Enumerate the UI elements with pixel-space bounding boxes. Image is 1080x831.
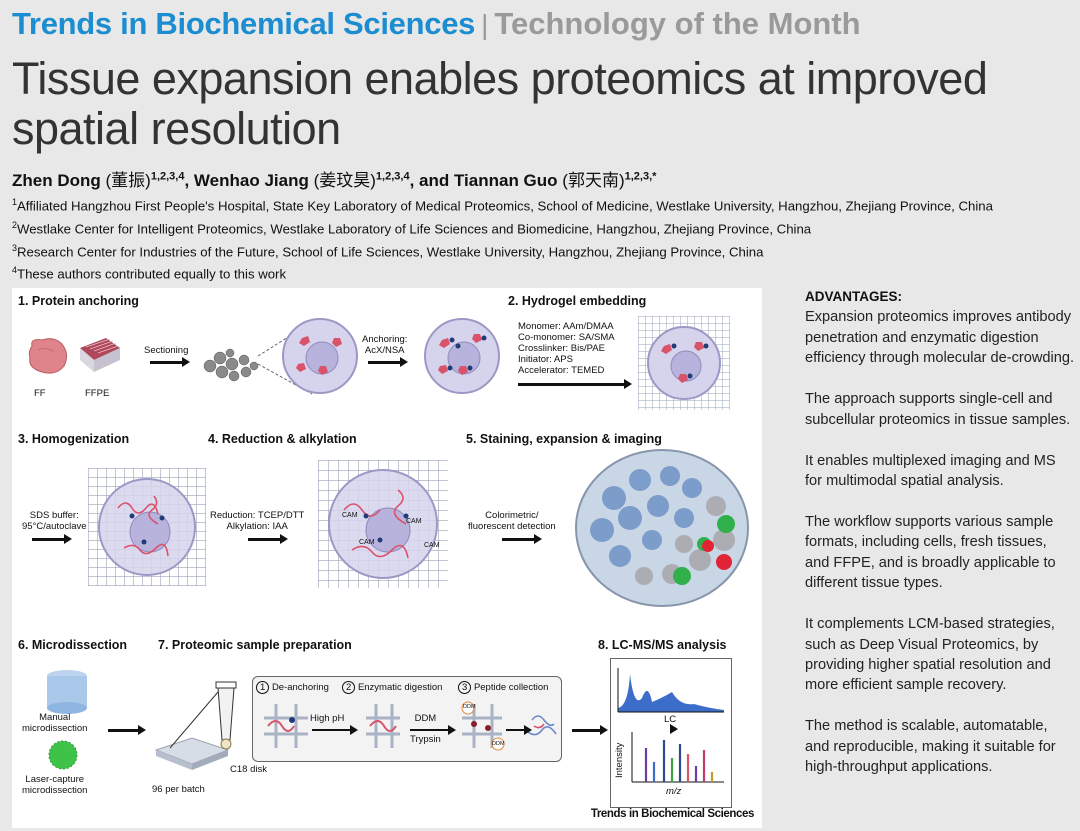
article-title: Tissue expansion enables proteomics at i…: [12, 53, 988, 154]
author-1[interactable]: Zhen Dong (董振)1,2,3,4: [12, 170, 185, 190]
prep-step-collection: 3 Peptide collection: [458, 681, 548, 694]
step-reduction-alkylation: 4. Reduction & alkylation: [208, 432, 357, 446]
cell-diagram-1: [282, 318, 358, 394]
cam-tag-1: CAM: [342, 512, 358, 519]
label-detection: Colorimetric/fluorescent detection: [468, 510, 556, 532]
arrow-homogenization: [32, 534, 72, 544]
label-sectioning: Sectioning: [144, 345, 189, 356]
arrow-anchoring: [368, 357, 408, 367]
hydrogel-recipe: Monomer: AAm/DMAA Co-monomer: SA/SMA Cro…: [518, 321, 615, 376]
label-high-ph: High pH: [310, 713, 345, 724]
label-lc: LC: [664, 714, 677, 725]
arrow-collection: [506, 725, 532, 735]
label-sds: SDS buffer:95°C/autoclave: [22, 510, 87, 532]
arrow-to-lcms: [572, 725, 608, 735]
cell-diagram-anchored: [424, 318, 500, 394]
arrow-to-prep: [108, 725, 146, 735]
reduced-alkylated-gel-cell: [318, 460, 448, 588]
axis-intensity: Intensity: [614, 742, 625, 778]
hydrogel-embedded-cell: [638, 316, 730, 410]
label-ffpe: FFPE: [85, 388, 110, 399]
arrow-embedding: [518, 379, 632, 389]
label-ff: FF: [34, 388, 46, 399]
arrow-high-ph: [312, 725, 358, 735]
advantage-1: Expansion proteomics improves antibody p…: [805, 309, 1075, 367]
arrow-digestion: [410, 725, 456, 735]
arrow-reduction: [248, 534, 288, 544]
step-lcms: 8. LC-MS/MS analysis: [598, 638, 727, 652]
journal-name[interactable]: Trends in Biochemical Sciences: [12, 6, 476, 41]
advantages-heading: ADVANTAGES:: [805, 289, 902, 304]
fresh-frozen-tissue-icon: [28, 338, 68, 374]
label-anchoring: Anchoring:AcX/NSA: [362, 334, 408, 356]
cam-tag-4: CAM: [424, 542, 440, 549]
prep-step-digestion: 2 Enzymatic digestion: [342, 681, 442, 694]
affiliation-1: 1Affiliated Hangzhou First People's Hosp…: [12, 197, 993, 214]
step-homogenization: 3. Homogenization: [18, 432, 130, 446]
ms-spectrum: [631, 732, 724, 783]
label-c18-disk: C18 disk: [230, 764, 267, 775]
arrow-detection: [502, 534, 542, 544]
cam-tag-2: CAM: [359, 539, 375, 546]
advantage-5: It complements LCM-based strategies, suc…: [805, 616, 1055, 694]
tissue-section-cells-icon: [203, 348, 259, 382]
step-staining-expansion: 5. Staining, expansion & imaging: [466, 432, 662, 446]
section-name: Technology of the Month: [494, 6, 861, 41]
advantage-3: It enables multiplexed imaging and MS fo…: [805, 452, 1056, 490]
step-microdissection: 6. Microdissection: [18, 638, 128, 652]
affiliation-3: 3Research Center for Industries of the F…: [12, 242, 764, 259]
step-hydrogel-embedding: 2. Hydrogel embedding: [508, 294, 647, 308]
axis-mz: m/z: [666, 786, 682, 797]
lc-chromatogram: [617, 668, 724, 713]
well-plate-and-tip-icon: [154, 681, 237, 770]
affiliations: 1Affiliated Hangzhou First People's Hosp…: [12, 193, 993, 284]
affiliation-2: 2Westlake Center for Intelligent Proteom…: [12, 219, 812, 237]
journal-header: Trends in Biochemical Sciences|Technolog…: [12, 6, 861, 42]
author-3[interactable]: Tiannan Guo (郭天南)1,2,3,*: [453, 170, 657, 190]
author-list: Zhen Dong (董振)1,2,3,4, Wenhao Jiang (姜玟昊…: [12, 170, 657, 190]
arrow-sectioning: [150, 357, 190, 367]
author-2[interactable]: Wenhao Jiang (姜玟昊)1,2,3,4: [193, 170, 410, 190]
figure-credit: Trends in Biochemical Sciences: [590, 808, 755, 820]
ffpe-block-icon: [80, 338, 120, 372]
label-batch: 96 per batch: [152, 784, 205, 795]
step-protein-anchoring: 1. Protein anchoring: [18, 294, 139, 308]
manual-microdissection-icon: [47, 670, 87, 714]
expanded-tissue-imaging-dish: [575, 449, 749, 607]
advantage-6: The method is scalable, automatable, and…: [805, 718, 1056, 776]
step-proteomic-prep: 7. Proteomic sample preparation: [158, 638, 352, 652]
cam-tag-3: CAM: [406, 518, 422, 525]
advantages-sidebar: ADVANTAGES: Expansion proteomics improve…: [805, 287, 1075, 798]
advantage-2: The approach supports single-cell and su…: [805, 391, 1071, 428]
laser-capture-icon: [48, 740, 78, 770]
homogenized-gel-cell: [88, 468, 206, 586]
graphical-abstract-figure[interactable]: 1. Protein anchoring 2. Hydrogel embeddi…: [12, 288, 762, 828]
ddm-tag-2: DDM: [492, 741, 505, 747]
prep-process-illustration: [264, 701, 557, 751]
affiliation-4: 4These authors contributed equally to th…: [12, 265, 287, 282]
prep-step-de-anchoring: 1 De-anchoring: [256, 681, 329, 694]
ddm-tag-1: DDM: [463, 704, 476, 710]
advantage-4: The workflow supports various sample for…: [805, 514, 1056, 592]
header-separator: |: [481, 9, 489, 40]
